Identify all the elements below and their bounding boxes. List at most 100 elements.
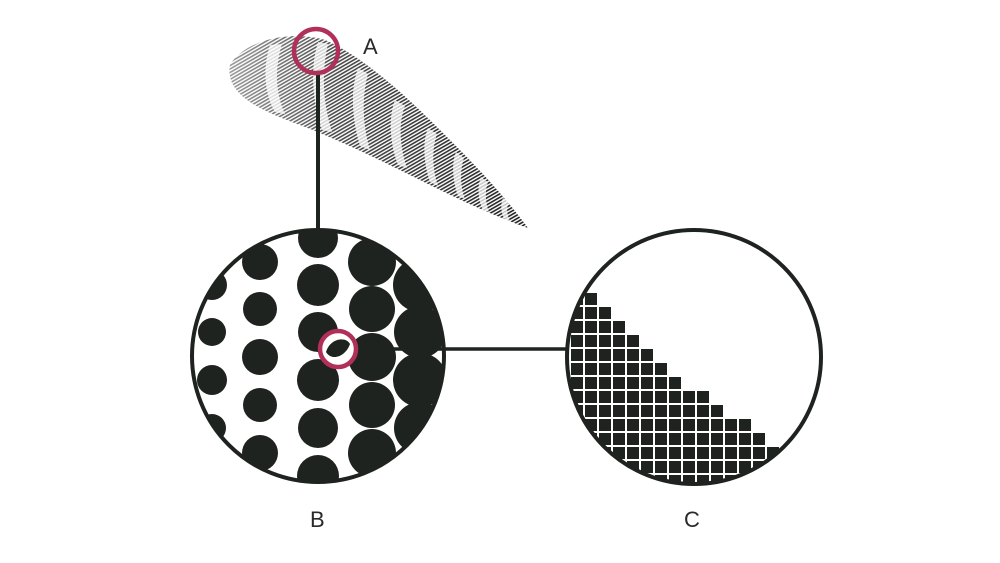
pixel-cell bbox=[585, 321, 597, 333]
pixel-cell bbox=[753, 433, 765, 445]
pixel-cell bbox=[613, 321, 625, 333]
halftone-dot bbox=[393, 449, 444, 482]
pixel-cell bbox=[669, 405, 681, 417]
pixel-cell bbox=[585, 349, 597, 361]
pixel-cell bbox=[711, 461, 723, 473]
pixel-cell bbox=[599, 475, 611, 484]
pixel-cell bbox=[613, 433, 625, 445]
pixel-cell bbox=[641, 377, 653, 389]
pixel-cell bbox=[781, 475, 793, 484]
label-a: A bbox=[363, 34, 378, 59]
pixel-cell bbox=[683, 461, 695, 473]
pixel-cell bbox=[613, 419, 625, 431]
pixel-cell bbox=[627, 447, 639, 459]
pixel-cell bbox=[585, 363, 597, 375]
pixel-cell bbox=[641, 461, 653, 473]
halftone-dot bbox=[242, 244, 278, 280]
pixel-cell bbox=[585, 391, 597, 403]
pixel-cell bbox=[627, 335, 639, 347]
pixel-cell bbox=[655, 447, 667, 459]
pixel-cell bbox=[571, 349, 583, 361]
pixel-cell bbox=[599, 335, 611, 347]
pixel-cell bbox=[655, 363, 667, 375]
pixel-cell bbox=[711, 475, 723, 484]
pixel-cell bbox=[739, 419, 751, 431]
pixel-cell bbox=[641, 419, 653, 431]
pixel-cell bbox=[641, 447, 653, 459]
pixel-cell bbox=[599, 363, 611, 375]
pixel-cell bbox=[641, 433, 653, 445]
pixel-cell bbox=[725, 419, 737, 431]
pixel-cell bbox=[697, 461, 709, 473]
pixel-cell bbox=[627, 475, 639, 484]
pixel-cell bbox=[683, 433, 695, 445]
pixel-cell bbox=[669, 433, 681, 445]
pixel-cell bbox=[655, 405, 667, 417]
halftone-dot bbox=[298, 408, 338, 448]
pixel-cell bbox=[655, 419, 667, 431]
pixel-cell bbox=[655, 391, 667, 403]
pixel-cell bbox=[683, 391, 695, 403]
pixel-cell bbox=[753, 475, 765, 484]
pixel-cell bbox=[627, 433, 639, 445]
pixel-cell bbox=[697, 419, 709, 431]
pixel-cell bbox=[599, 419, 611, 431]
pixel-cell bbox=[655, 377, 667, 389]
pixel-cell bbox=[585, 293, 597, 305]
pixel-cell bbox=[683, 475, 695, 484]
pixel-cell bbox=[627, 419, 639, 431]
halftone-dot bbox=[297, 455, 339, 482]
halftone-dot bbox=[242, 339, 278, 375]
pixel-cell bbox=[641, 363, 653, 375]
halftone-dot bbox=[348, 333, 396, 381]
pixel-cell bbox=[739, 433, 751, 445]
pixel-cell bbox=[725, 461, 737, 473]
pixel-cell bbox=[697, 433, 709, 445]
halftone-dot bbox=[298, 230, 338, 258]
pixel-cell bbox=[697, 447, 709, 459]
pixel-cell bbox=[571, 363, 583, 375]
pixel-cell bbox=[627, 391, 639, 403]
pixel-cell bbox=[585, 377, 597, 389]
pixel-cell bbox=[627, 405, 639, 417]
halftone-dot bbox=[243, 292, 277, 326]
pixel-cell bbox=[599, 321, 611, 333]
pixel-cell bbox=[571, 377, 583, 389]
pixel-cell bbox=[711, 433, 723, 445]
pixel-cell bbox=[641, 405, 653, 417]
pixel-cell bbox=[585, 307, 597, 319]
halftone-dot bbox=[349, 230, 395, 238]
pixel-cell bbox=[669, 377, 681, 389]
pixel-cell bbox=[655, 433, 667, 445]
pixel-cell bbox=[571, 419, 583, 431]
pixel-cell bbox=[725, 447, 737, 459]
pixel-cell bbox=[767, 461, 779, 473]
pixel-cell bbox=[613, 335, 625, 347]
pixel-cell bbox=[725, 433, 737, 445]
halftone-dot bbox=[394, 230, 444, 264]
pixel-grid-magnified bbox=[565, 228, 823, 486]
pixel-cell bbox=[683, 419, 695, 431]
halftone-dot bbox=[297, 359, 339, 401]
pixel-cell bbox=[571, 475, 583, 484]
pixel-cell bbox=[585, 475, 597, 484]
pixel-cell bbox=[599, 377, 611, 389]
pixel-cell bbox=[585, 461, 597, 473]
pixel-cell bbox=[599, 391, 611, 403]
halftone-dot bbox=[393, 353, 444, 407]
pixel-cell bbox=[795, 475, 807, 484]
pixel-cell bbox=[599, 307, 611, 319]
pixel-cell bbox=[627, 349, 639, 361]
pixel-cell bbox=[781, 461, 793, 473]
pixel-cell bbox=[655, 461, 667, 473]
pixel-cell bbox=[613, 377, 625, 389]
halftone-dot bbox=[197, 461, 227, 482]
pixel-cell bbox=[753, 447, 765, 459]
pixel-cell bbox=[669, 461, 681, 473]
pixel-cell bbox=[571, 433, 583, 445]
pixel-cell bbox=[669, 475, 681, 484]
halftone-dot bbox=[297, 264, 339, 306]
halftone-dot bbox=[348, 238, 396, 286]
pixel-cell bbox=[641, 349, 653, 361]
